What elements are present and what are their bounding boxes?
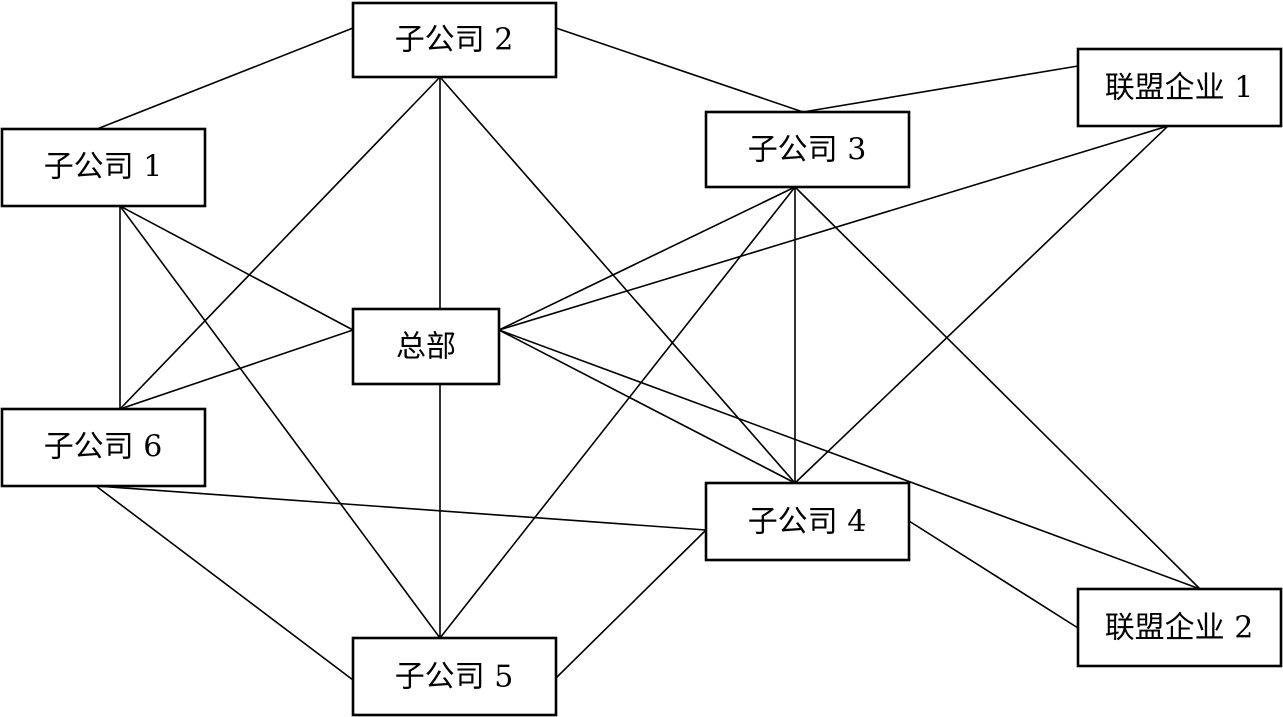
node-hq-box xyxy=(351,307,501,386)
edge-sub3-sub5 xyxy=(439,186,796,639)
node-ally1: 联盟企业 1 xyxy=(1076,47,1283,128)
node-sub4-box xyxy=(704,481,911,562)
edge-sub4-ally2 xyxy=(908,520,1079,629)
node-ally1-label: 联盟企业 1 xyxy=(1105,71,1254,106)
node-sub6-label: 子公司 6 xyxy=(44,430,163,465)
node-sub6-box xyxy=(0,407,207,488)
edge-sub6-hq xyxy=(119,329,354,410)
edge-sub3-ally1 xyxy=(802,65,1079,113)
node-sub3-label: 子公司 3 xyxy=(748,133,867,168)
edge-sub3-ally2 xyxy=(794,186,1201,590)
node-sub4: 子公司 4 xyxy=(704,481,911,562)
node-sub3: 子公司 3 xyxy=(704,110,911,189)
node-ally2: 联盟企业 2 xyxy=(1076,587,1283,668)
node-sub1-label: 子公司 1 xyxy=(44,150,163,185)
node-ally2-box xyxy=(1076,587,1283,668)
node-sub2-box xyxy=(351,1,558,79)
connection-lines xyxy=(95,27,1201,681)
edge-sub6-sub4 xyxy=(95,485,707,531)
edge-sub1-sub5 xyxy=(119,205,441,639)
node-sub1-box xyxy=(0,127,207,208)
edge-ally1-sub4 xyxy=(794,125,1169,484)
edge-hq-sub3 xyxy=(498,186,796,331)
node-sub2: 子公司 2 xyxy=(351,1,558,79)
node-hq-label: 总部 xyxy=(396,330,456,365)
node-sub5: 子公司 5 xyxy=(351,636,558,717)
node-sub2-label: 子公司 2 xyxy=(395,23,514,58)
node-ally2-label: 联盟企业 2 xyxy=(1105,611,1254,646)
edge-sub2-sub4 xyxy=(439,76,796,484)
edge-hq-ally2 xyxy=(498,329,1201,590)
edge-sub6-sub5 xyxy=(95,485,354,681)
node-sub4-label: 子公司 4 xyxy=(748,505,867,540)
edge-sub2-sub6 xyxy=(119,76,441,410)
node-sub5-box xyxy=(351,636,558,717)
edge-hq-ally1 xyxy=(498,125,1169,331)
node-ally1-box xyxy=(1076,47,1283,128)
edge-sub1-hq xyxy=(119,205,354,331)
node-sub3-box xyxy=(704,110,911,189)
edge-sub1-sub2 xyxy=(96,27,354,130)
edge-sub2-sub3 xyxy=(555,27,804,113)
edge-hq-sub4 xyxy=(498,329,796,484)
node-sub1: 子公司 1 xyxy=(0,127,207,208)
node-sub6: 子公司 6 xyxy=(0,407,207,488)
node-hq: 总部 xyxy=(351,307,501,386)
node-sub5-label: 子公司 5 xyxy=(395,660,514,695)
edge-sub4-sub5 xyxy=(555,529,707,679)
